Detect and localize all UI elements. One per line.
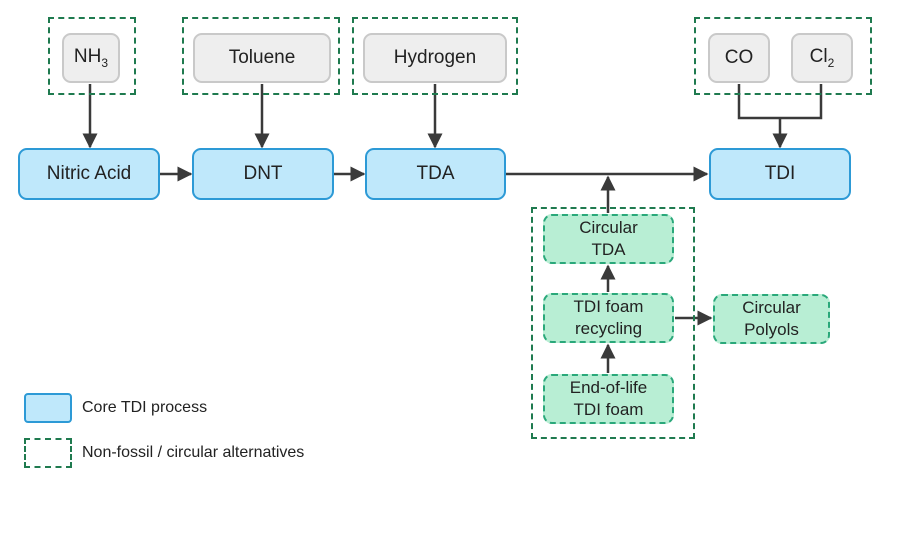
co-cl2-alternative-group (694, 17, 872, 95)
co-label: CO (724, 47, 754, 68)
dnt-box: DNT (192, 148, 334, 200)
nitric-acid-box: Nitric Acid (18, 148, 160, 200)
legend-alternatives-swatch (24, 438, 72, 468)
circular-alternative-group (531, 207, 695, 439)
toluene-box: Toluene (193, 33, 331, 83)
legend: Core TDI process Non-fossil / circular a… (24, 393, 384, 471)
tda-label: TDA (416, 163, 455, 184)
legend-alternatives-label: Non-fossil / circular alternatives (82, 444, 305, 461)
nitric-acid-label: Nitric Acid (46, 163, 132, 184)
legend-core-label: Core TDI process (82, 399, 208, 416)
toluene-alternative-group (182, 17, 340, 95)
tdi-label: TDI (764, 163, 796, 184)
tdi-box: TDI (709, 148, 851, 200)
hydrogen-label: Hydrogen (393, 47, 477, 68)
dnt-label: DNT (243, 163, 283, 184)
cl2-box: Cl2 (791, 33, 853, 83)
nh3-alternative-group (48, 17, 136, 95)
co-box: CO (708, 33, 770, 83)
nh3-box: NH3 (62, 33, 120, 83)
hydrogen-alternative-group (352, 17, 518, 95)
cl2-label: Cl2 (809, 46, 835, 70)
nh3-label: NH3 (73, 46, 109, 70)
legend-core-swatch (24, 393, 72, 423)
tda-box: TDA (365, 148, 506, 200)
hydrogen-box: Hydrogen (363, 33, 507, 83)
toluene-label: Toluene (228, 47, 296, 68)
